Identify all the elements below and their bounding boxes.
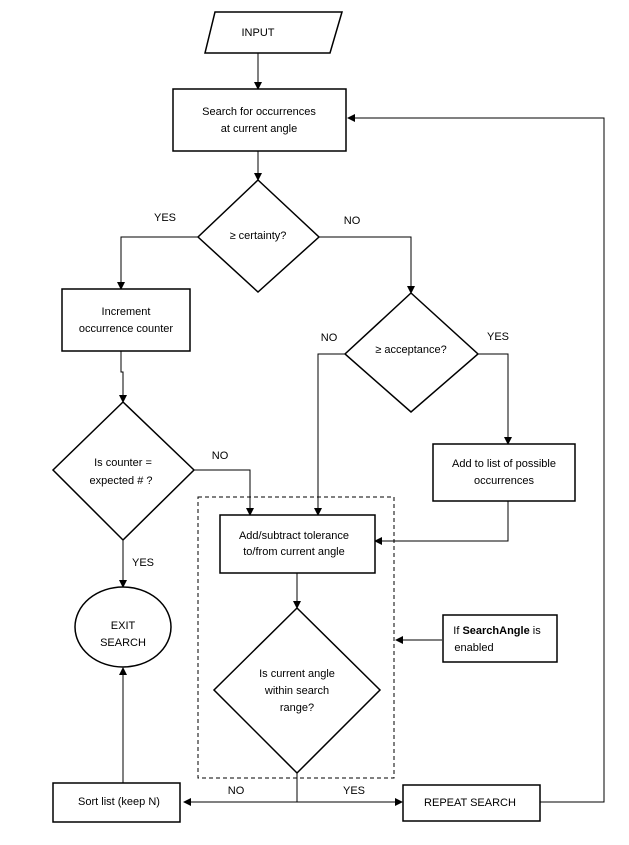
label-counter-yes: YES (132, 557, 154, 569)
input-node (204, 11, 344, 54)
sort-label: Sort list (keep N) (78, 796, 160, 808)
edge-counter-no (194, 469, 254, 516)
label-range-no: NO (228, 785, 245, 797)
search-label-line2: at current angle (221, 123, 297, 135)
label-certainty-yes: YES (154, 212, 176, 224)
tolerance-label-line1: Add/subtract tolerance (239, 530, 349, 542)
search-angle-note (442, 614, 558, 663)
search-angle-region (197, 496, 395, 779)
note-line1: If SearchAngle is (453, 625, 541, 637)
increment-label-line1: Increment (102, 306, 151, 318)
edge-addlist-tolerance (374, 501, 509, 545)
label-certainty-no: NO (344, 215, 361, 227)
edge-repeat-search (347, 114, 605, 803)
edge-certainty-yes (117, 236, 198, 290)
tolerance-label-line2: to/from current angle (243, 546, 345, 558)
exit-node (74, 586, 172, 668)
add-list-label-line2: occurrences (474, 475, 534, 487)
increment-node (61, 288, 191, 352)
range-decision (212, 606, 382, 775)
counter-decision (51, 400, 196, 542)
counter-label-line2: expected # ? (90, 475, 153, 487)
add-list-node (432, 443, 576, 502)
acceptance-decision (343, 291, 480, 413)
certainty-label: ≥ certainty? (230, 230, 287, 242)
edge-certainty-no (319, 236, 415, 294)
label-counter-no: NO (212, 450, 229, 462)
edge-acceptance-no (314, 353, 345, 516)
repeat-label: REPEAT SEARCH (424, 797, 516, 809)
label-acceptance-yes: YES (487, 331, 509, 343)
sort-node (52, 782, 181, 823)
certainty-decision (196, 178, 321, 294)
search-label-line1: Search for occurrences (202, 106, 316, 118)
edge-increment-counter (119, 351, 127, 403)
range-label-line3: range? (280, 702, 314, 714)
input-label: INPUT (242, 27, 275, 39)
connectors (117, 53, 605, 806)
range-label-line1: Is current angle (259, 668, 335, 680)
tolerance-node (219, 514, 376, 574)
exit-label-line1: EXIT (111, 620, 136, 632)
note-line2: enabled (454, 642, 493, 654)
edge-acceptance-yes (478, 353, 512, 445)
exit-label-line2: SEARCH (100, 637, 146, 649)
search-node (172, 88, 347, 152)
label-acceptance-no: NO (321, 332, 338, 344)
label-range-yes: YES (343, 785, 365, 797)
acceptance-label: ≥ acceptance? (375, 344, 446, 356)
increment-label-line2: occurrence counter (79, 323, 173, 335)
add-list-label-line1: Add to list of possible (452, 458, 556, 470)
range-label-line2: within search (264, 685, 329, 697)
repeat-node (402, 784, 541, 822)
counter-label-line1: Is counter = (94, 457, 152, 469)
